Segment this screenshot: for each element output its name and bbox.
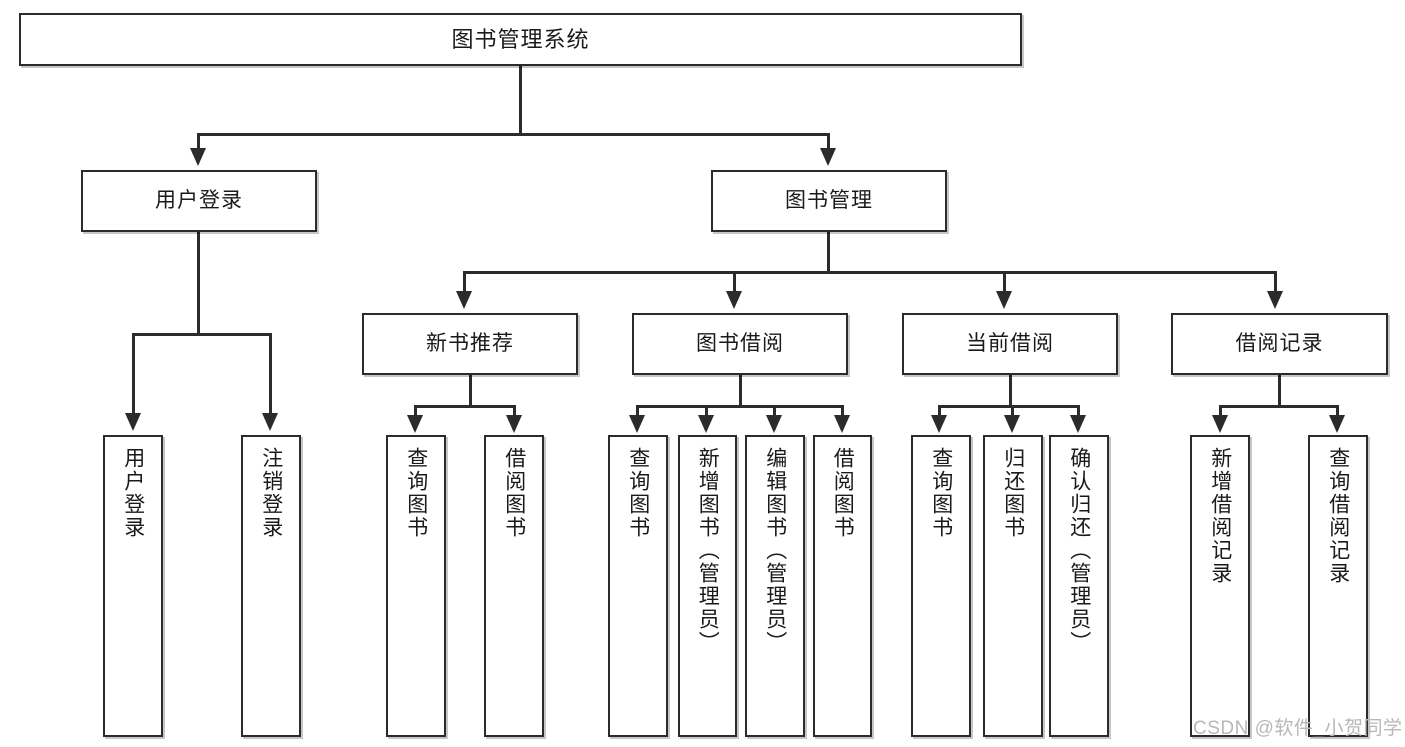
arrowhead-user-login [190, 148, 206, 166]
connector-cb-branch-3 [1077, 405, 1080, 417]
node-book-borrow[interactable]: 图书借阅 [632, 313, 848, 375]
connector-new-book-recommend-stem [469, 375, 472, 405]
node-leaf-query-book-2[interactable]: 查询图书 [608, 435, 668, 737]
node-current-borrow[interactable]: 当前借阅 [902, 313, 1118, 375]
arrowhead-book-borrow [726, 291, 742, 309]
node-leaf-edit-book[interactable]: 编辑图书（管理员） [745, 435, 805, 737]
connector-book-borrow-stem [739, 375, 742, 405]
node-leaf-query-book-1-label: 查询图书 [404, 447, 428, 539]
node-leaf-add-record[interactable]: 新增借阅记录 [1190, 435, 1250, 737]
connector-current-borrow-stem [1009, 375, 1012, 405]
arrowhead-leaf-borrow-book-2 [834, 415, 850, 433]
node-leaf-borrow-book-1[interactable]: 借阅图书 [484, 435, 544, 737]
arrowhead-leaf-user-login [125, 413, 141, 431]
node-leaf-add-book-label: 新增图书（管理员） [696, 447, 720, 654]
connector-book-manage-branch-2 [733, 271, 736, 293]
node-leaf-confirm-return-label: 确认归还（管理员） [1067, 447, 1091, 654]
node-leaf-return-book[interactable]: 归还图书 [983, 435, 1043, 737]
node-leaf-confirm-return[interactable]: 确认归还（管理员） [1049, 435, 1109, 737]
connector-root-to-user-login [197, 133, 200, 150]
node-leaf-borrow-book-2[interactable]: 借阅图书 [813, 435, 872, 737]
connector-book-borrow-bus [636, 405, 844, 408]
node-book-borrow-label: 图书借阅 [696, 331, 784, 355]
node-book-manage[interactable]: 图书管理 [711, 170, 947, 232]
node-leaf-borrow-book-1-label: 借阅图书 [502, 447, 526, 539]
connector-root-bus [197, 133, 829, 136]
arrowhead-current-borrow [996, 291, 1012, 309]
connector-new-book-recommend-bus [414, 405, 516, 408]
connector-bb-branch-3 [773, 405, 776, 417]
arrowhead-leaf-add-record [1212, 415, 1228, 433]
node-leaf-return-book-label: 归还图书 [1001, 447, 1025, 539]
connector-user-login-branch-2 [269, 333, 272, 415]
connector-br-branch-1 [1219, 405, 1222, 417]
arrowhead-new-book-recommend [456, 291, 472, 309]
node-leaf-logout-login[interactable]: 注销登录 [241, 435, 301, 737]
connector-book-manage-stem [827, 232, 830, 271]
arrowhead-book-manage [820, 148, 836, 166]
node-leaf-logout-login-label: 注销登录 [259, 447, 283, 539]
connector-current-borrow-bus [938, 405, 1080, 408]
arrowhead-borrow-record [1267, 291, 1283, 309]
connector-user-login-branch-1 [132, 333, 135, 415]
connector-cb-branch-1 [938, 405, 941, 417]
node-new-book-recommend-label: 新书推荐 [426, 331, 514, 355]
node-root[interactable]: 图书管理系统 [19, 13, 1022, 66]
connector-borrow-record-bus [1219, 405, 1339, 408]
arrowhead-leaf-edit-book [766, 415, 782, 433]
arrowhead-leaf-query-book-2 [629, 415, 645, 433]
node-borrow-record[interactable]: 借阅记录 [1171, 313, 1388, 375]
node-current-borrow-label: 当前借阅 [966, 331, 1054, 355]
node-leaf-borrow-book-2-label: 借阅图书 [831, 447, 855, 539]
node-leaf-query-book-2-label: 查询图书 [626, 447, 650, 539]
node-borrow-record-label: 借阅记录 [1235, 331, 1324, 355]
connector-book-manage-branch-3 [1003, 271, 1006, 293]
node-leaf-query-book-1[interactable]: 查询图书 [386, 435, 446, 737]
connector-root-stem [519, 66, 522, 133]
arrowhead-leaf-logout-login [262, 413, 278, 431]
connector-book-manage-bus [463, 271, 1277, 274]
connector-book-manage-branch-1 [463, 271, 466, 293]
connector-bb-branch-4 [841, 405, 844, 417]
node-leaf-user-login-label: 用户登录 [121, 447, 145, 539]
connector-user-login-bus [132, 333, 272, 336]
arrowhead-leaf-borrow-book-1 [506, 415, 522, 433]
node-leaf-edit-book-label: 编辑图书（管理员） [763, 447, 787, 654]
connector-nbr-branch-1 [414, 405, 417, 417]
arrowhead-leaf-return-book [1004, 415, 1020, 433]
node-leaf-query-record[interactable]: 查询借阅记录 [1308, 435, 1368, 737]
arrowhead-leaf-query-book-1 [407, 415, 423, 433]
node-leaf-user-login[interactable]: 用户登录 [103, 435, 163, 737]
connector-bb-branch-1 [636, 405, 639, 417]
arrowhead-leaf-confirm-return [1070, 415, 1086, 433]
connector-user-login-stem [197, 232, 200, 333]
connector-nbr-branch-2 [513, 405, 516, 417]
arrowhead-leaf-query-book-3 [931, 415, 947, 433]
node-leaf-add-book[interactable]: 新增图书（管理员） [678, 435, 737, 737]
connector-borrow-record-stem [1278, 375, 1281, 405]
connector-root-to-book-manage [827, 133, 830, 150]
connector-br-branch-2 [1336, 405, 1339, 417]
connector-book-manage-branch-4 [1274, 271, 1277, 293]
node-user-login[interactable]: 用户登录 [81, 170, 317, 232]
node-book-manage-label: 图书管理 [785, 188, 873, 212]
node-new-book-recommend[interactable]: 新书推荐 [362, 313, 578, 375]
node-user-login-label: 用户登录 [155, 188, 243, 212]
arrowhead-leaf-query-record [1329, 415, 1345, 433]
node-leaf-add-record-label: 新增借阅记录 [1208, 447, 1232, 585]
arrowhead-leaf-add-book [698, 415, 714, 433]
node-leaf-query-record-label: 查询借阅记录 [1326, 447, 1350, 585]
node-leaf-query-book-3-label: 查询图书 [929, 447, 953, 539]
connector-bb-branch-2 [705, 405, 708, 417]
node-leaf-query-book-3[interactable]: 查询图书 [911, 435, 971, 737]
node-root-label: 图书管理系统 [451, 26, 590, 52]
connector-cb-branch-2 [1011, 405, 1014, 417]
